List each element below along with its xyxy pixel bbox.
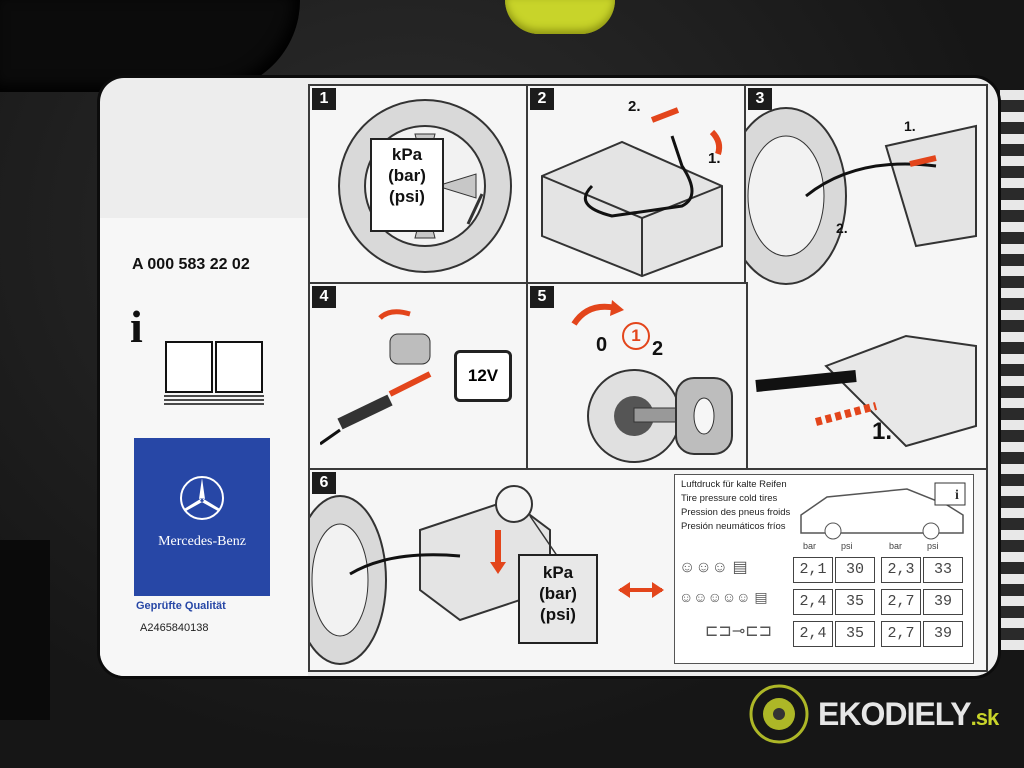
row-icon-trailer: ⊏⊐⊸⊏⊐ [705, 623, 773, 640]
step-5-panel: 5 0 1 2 [526, 282, 748, 474]
table-cell: 2,7 [881, 589, 921, 615]
manual-book-icon [164, 341, 264, 405]
table-cell: 2,7 [881, 621, 921, 647]
unit-psi: (psi) [389, 187, 425, 206]
step-1-label-large: 1. [872, 418, 893, 445]
position-0: 0 [596, 334, 608, 356]
power-plug-icon [320, 309, 432, 446]
compressor-icon [541, 107, 723, 278]
vent-grille [1000, 90, 1024, 650]
mercedes-benz-logo-box: Mercedes-Benz [134, 438, 270, 596]
pressure-unit-label: kPa (bar) (psi) [518, 554, 598, 644]
svg-text:i: i [955, 488, 959, 503]
table-heading-es: Presión neumáticos fríos [681, 521, 786, 532]
step-number: 6 [312, 472, 336, 494]
12v-socket-icon: 12V [454, 350, 512, 402]
inflate-illustration [310, 485, 561, 665]
step-1-label: 1. [904, 118, 916, 134]
table-heading-de: Luftdruck für kalte Reifen [681, 479, 787, 490]
step-number: 4 [312, 286, 336, 308]
table-heading-fr: Pression des pneus froids [681, 507, 791, 518]
unit-kpa: kPa [391, 145, 423, 164]
case-handle [0, 0, 300, 92]
table-cell: 39 [923, 589, 963, 615]
step-2-panel: 2 2. 1. [526, 84, 748, 286]
ignition-key-icon [587, 369, 733, 463]
column-bar-2: bar [889, 541, 903, 551]
row-icon-5-persons: ☺☺☺☺☺ ▤ [679, 589, 768, 605]
watermark-text: EKODIELY.sk [818, 696, 1000, 733]
step-4-panel: 4 12V [308, 282, 530, 474]
mercedes-star-icon [180, 476, 224, 520]
table-cell: 2,1 [793, 557, 833, 583]
rotate-arrow-icon [571, 300, 624, 326]
step-6-panel: 6 kPa (bar) (psi) Luftdruck für kalte Re… [308, 468, 988, 672]
column-psi-2: psi [927, 541, 939, 551]
table-cell: 2,3 [881, 557, 921, 583]
table-cell: 35 [835, 589, 875, 615]
quality-label: Geprüfte Qualität [136, 600, 226, 612]
row-icon-3-persons: ☺☺☺ ▤ [679, 559, 748, 576]
step-number: 2 [530, 88, 554, 110]
table-cell: 39 [923, 621, 963, 647]
unit-bar: (bar) [539, 584, 577, 603]
brand-name: Mercedes-Benz [158, 534, 246, 549]
step-number: 1 [312, 88, 336, 110]
step-number: 5 [530, 286, 554, 308]
unit-psi: (psi) [540, 605, 576, 624]
connect-hose-illustration [746, 107, 977, 448]
car-icon: i [800, 482, 966, 540]
case-slot [0, 540, 50, 720]
pressure-unit-label: kPa (bar) (psi) [370, 138, 444, 232]
step-2-label: 2. [628, 98, 641, 115]
watermark-name: EKODIELY [818, 696, 972, 732]
part-number: A 000 583 22 02 [132, 256, 250, 273]
step-1-label: 1. [708, 150, 721, 167]
step-number: 3 [748, 88, 772, 110]
table-cell: 33 [923, 557, 963, 583]
tire-pressure-table: Luftdruck für kalte Reifen Tire pressure… [674, 474, 974, 664]
unit-kpa: kPa [542, 563, 574, 582]
step-1-panel: 1 kPa (bar) (psi) [308, 84, 530, 286]
table-cell: 30 [835, 557, 875, 583]
unit-bar: (bar) [388, 166, 426, 185]
position-1: 1 [622, 322, 650, 350]
instruction-sticker: A 000 583 22 02 i Mercedes-Benz Geprüfte… [100, 78, 998, 676]
position-2: 2 [652, 338, 664, 360]
column-psi-1: psi [841, 541, 853, 551]
yellow-knob [505, 0, 615, 34]
double-arrow-icon [618, 582, 664, 598]
step-3-panel: 3 1. 2. 1. [744, 84, 988, 472]
ekodiely-gear-icon [749, 684, 809, 744]
table-cell: 35 [835, 621, 875, 647]
quality-code: A2465840138 [140, 622, 209, 634]
table-heading-en: Tire pressure cold tires [681, 493, 778, 504]
info-icon: i [130, 301, 143, 352]
table-cell: 2,4 [793, 589, 833, 615]
column-bar-1: bar [803, 541, 817, 551]
watermark-tld: .sk [970, 705, 1000, 730]
table-cell: 2,4 [793, 621, 833, 647]
step-2-label: 2. [836, 220, 848, 236]
voltage-label: 12V [467, 366, 499, 385]
